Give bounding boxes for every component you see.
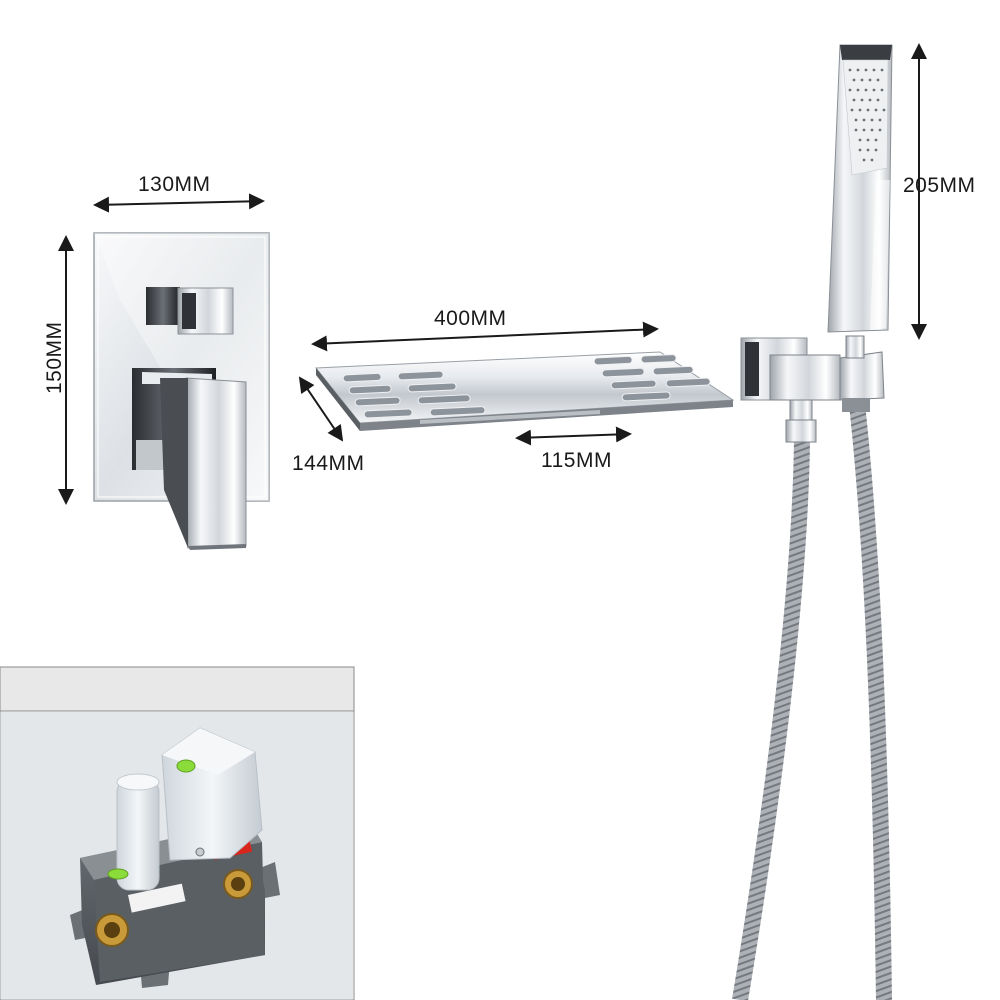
dimension-label-hand-shower-length: 205MM <box>903 174 976 197</box>
dimension-label-spout-depth: 144MM <box>292 452 365 475</box>
spray-nozzles <box>848 68 886 162</box>
dimension-label-spout-outlet: 115MM <box>541 449 612 472</box>
wall-elbow-holder <box>740 335 885 443</box>
diverter-knob <box>146 287 234 335</box>
lever-handle <box>132 368 247 550</box>
inset-valve-box <box>0 666 355 1000</box>
dimension-lines <box>58 43 927 505</box>
shower-hose <box>732 394 892 1000</box>
waterfall-spout <box>314 351 735 431</box>
dimension-label-mixer-height: 150MM <box>43 321 66 394</box>
hand-shower <box>827 44 893 333</box>
dimension-label-mixer-width: 130MM <box>138 173 211 196</box>
dimension-label-spout-length: 400MM <box>434 307 507 330</box>
